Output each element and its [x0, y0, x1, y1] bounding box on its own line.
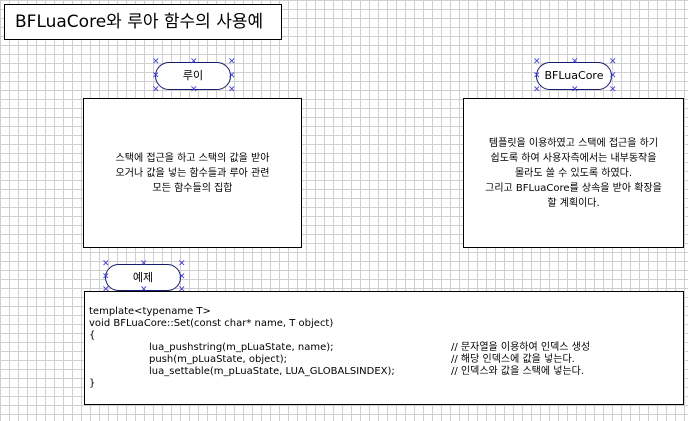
- core-node-label[interactable]: BFLuaCore: [536, 62, 612, 90]
- core-description-line: 할 계획이다.: [547, 197, 600, 209]
- diagram-title: BFLuaCore와 루아 함수의 사용예: [4, 4, 282, 40]
- code-line: }: [89, 378, 683, 390]
- selection-handle-icon[interactable]: ✕: [178, 272, 186, 282]
- selection-handle-icon[interactable]: ✕: [152, 71, 160, 81]
- selection-handle-icon[interactable]: ✕: [609, 85, 617, 95]
- selection-handle-icon[interactable]: ✕: [152, 85, 160, 95]
- selection-handle-icon[interactable]: ✕: [533, 57, 541, 67]
- selection-handle-icon[interactable]: ✕: [228, 57, 236, 67]
- title-bold: BFLuaCore: [15, 12, 107, 32]
- selection-handle-icon[interactable]: ✕: [178, 259, 186, 269]
- selection-handle-icon[interactable]: ✕: [140, 285, 148, 295]
- code-text: lua_settable(m_pLuaState, LUA_GLOBALSIND…: [149, 366, 395, 377]
- selection-handle-icon[interactable]: ✕: [178, 285, 186, 295]
- lua-description-line: 모든 함수들의 집합: [152, 182, 233, 194]
- code-text: void BFLuaCore::Set(const char* name, T …: [89, 318, 334, 329]
- selection-handle-icon[interactable]: ✕: [228, 85, 236, 95]
- core-node-label-text: BFLuaCore: [544, 69, 604, 82]
- code-line: {: [89, 330, 683, 342]
- selection-handle-icon[interactable]: ✕: [609, 57, 617, 67]
- selection-handle-icon[interactable]: ✕: [190, 57, 198, 67]
- selection-handle-icon[interactable]: ✕: [190, 85, 198, 95]
- selection-handle-icon[interactable]: ✕: [571, 57, 579, 67]
- code-text: lua_pushstring(m_pLuaState, name);: [149, 342, 334, 353]
- selection-handle-icon[interactable]: ✕: [102, 272, 110, 282]
- code-line: push(m_pLuaState, object); // 해당 인덱스에 값을 …: [89, 354, 683, 366]
- selection-handle-icon[interactable]: ✕: [152, 57, 160, 67]
- lua-node-label[interactable]: 루이: [155, 62, 231, 90]
- lua-description-box[interactable]: 스택에 접근을 하고 스택의 값을 받아 오거나 값을 넣는 함수들과 루아 관…: [83, 98, 302, 248]
- selection-handle-icon[interactable]: ✕: [102, 259, 110, 269]
- core-description-line: 몰라도 쓸 수 있도록 하였다.: [514, 167, 633, 179]
- core-description-text: 템플릿을 이용하였고 스택에 접근을 하기 쉽도록 하여 사용자측에서는 내부동…: [485, 136, 662, 211]
- core-description-line: 쉽도록 하여 사용자측에서는 내부동작을: [490, 152, 657, 164]
- code-text: {: [89, 330, 96, 341]
- selection-handle-icon[interactable]: ✕: [609, 71, 617, 81]
- code-line: lua_settable(m_pLuaState, LUA_GLOBALSIND…: [89, 366, 683, 378]
- code-text: push(m_pLuaState, object);: [149, 354, 287, 365]
- code-comment: // 해당 인덱스에 값을 넣는다.: [451, 354, 575, 365]
- selection-handle-icon[interactable]: ✕: [571, 85, 579, 95]
- core-description-box[interactable]: 템플릿을 이용하였고 스택에 접근을 하기 쉽도록 하여 사용자측에서는 내부동…: [463, 98, 684, 248]
- lua-node-label-text: 루이: [182, 69, 204, 82]
- lua-description-line: 스택에 접근을 하고 스택의 값을 받아: [115, 152, 270, 164]
- lua-description-text: 스택에 접근을 하고 스택의 값을 받아 오거나 값을 넣는 함수들과 루아 관…: [116, 151, 270, 196]
- code-comment: // 문자열을 이용하여 인덱스 생성: [451, 342, 591, 353]
- code-line: lua_pushstring(m_pLuaState, name); // 문자열…: [89, 342, 683, 354]
- selection-handle-icon[interactable]: ✕: [102, 285, 110, 295]
- selection-handle-icon[interactable]: ✕: [228, 71, 236, 81]
- example-node-label[interactable]: 예제: [105, 264, 181, 291]
- title-rest: 와 루아 함수의 사용예: [106, 12, 264, 32]
- core-description-line: 템플릿을 이용하였고 스택에 접근을 하기: [488, 137, 659, 149]
- lua-description-line: 오거나 값을 넣는 함수들과 루아 관련: [115, 167, 270, 179]
- code-text: template<typename T>: [89, 306, 211, 317]
- selection-handle-icon[interactable]: ✕: [533, 71, 541, 81]
- core-description-line: 그리고 BFLuaCore를 상속을 받아 확장을: [485, 182, 662, 194]
- code-example-box[interactable]: template<typename T> void BFLuaCore::Set…: [84, 291, 684, 405]
- example-node-label-text: 예제: [132, 271, 154, 284]
- selection-handle-icon[interactable]: ✕: [533, 85, 541, 95]
- code-line: void BFLuaCore::Set(const char* name, T …: [89, 318, 683, 330]
- code-text: }: [89, 378, 96, 389]
- selection-handle-icon[interactable]: ✕: [140, 259, 148, 269]
- code-comment: // 인덱스와 값을 스택에 넣는다.: [451, 366, 585, 377]
- code-line: template<typename T>: [89, 306, 683, 318]
